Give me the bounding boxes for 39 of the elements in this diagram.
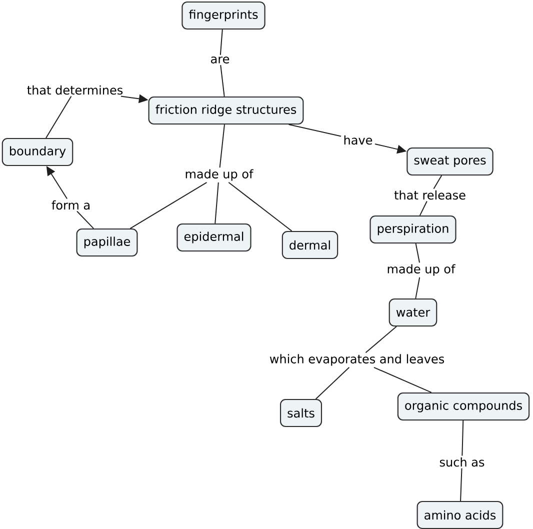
linking-phrase: are [211, 56, 230, 64]
linking-phrase: that release [394, 190, 466, 200]
connector-line [220, 64, 225, 97]
concept-box: organic compounds [397, 392, 530, 421]
connector-line [419, 200, 428, 216]
connector-line [415, 243, 420, 264]
connector-line [130, 182, 208, 229]
connector-line [76, 210, 94, 229]
concept-box: amino acids [416, 500, 504, 529]
concept-box: water [388, 298, 438, 327]
connector-line [373, 366, 432, 393]
connector-line [46, 96, 72, 138]
linking-phrase: have [344, 135, 372, 145]
concept-box: perspiration [370, 215, 456, 244]
concept-box: fingerprints [182, 1, 266, 30]
connector-line [462, 420, 464, 456]
connector-line [415, 276, 420, 299]
connector-line [228, 182, 292, 232]
connector-line [219, 124, 225, 168]
concept-box: friction ridge structures [148, 96, 304, 125]
concept-box: salts [280, 398, 322, 428]
connector-line [214, 182, 219, 224]
connector-line [460, 468, 462, 502]
linking-phrase: made up of [186, 169, 254, 181]
linking-phrase: which evaporates and leaves [270, 354, 444, 366]
linking-phrase: such as [440, 457, 484, 467]
concept-box: sweat pores [406, 147, 494, 176]
connector-line [220, 29, 223, 56]
concept-box: epidermal [176, 223, 252, 252]
connector-line [315, 366, 350, 400]
linking-phrase: that determines [27, 85, 123, 95]
connector-line [433, 175, 442, 190]
concept-box: dermal [282, 230, 338, 260]
concept-box: papillae [76, 228, 138, 257]
connector-line [365, 326, 397, 354]
concept-box: boundary [2, 138, 74, 166]
connector-line [288, 124, 342, 137]
linking-phrase: form a [52, 200, 90, 210]
linking-phrase: made up of [388, 264, 456, 276]
